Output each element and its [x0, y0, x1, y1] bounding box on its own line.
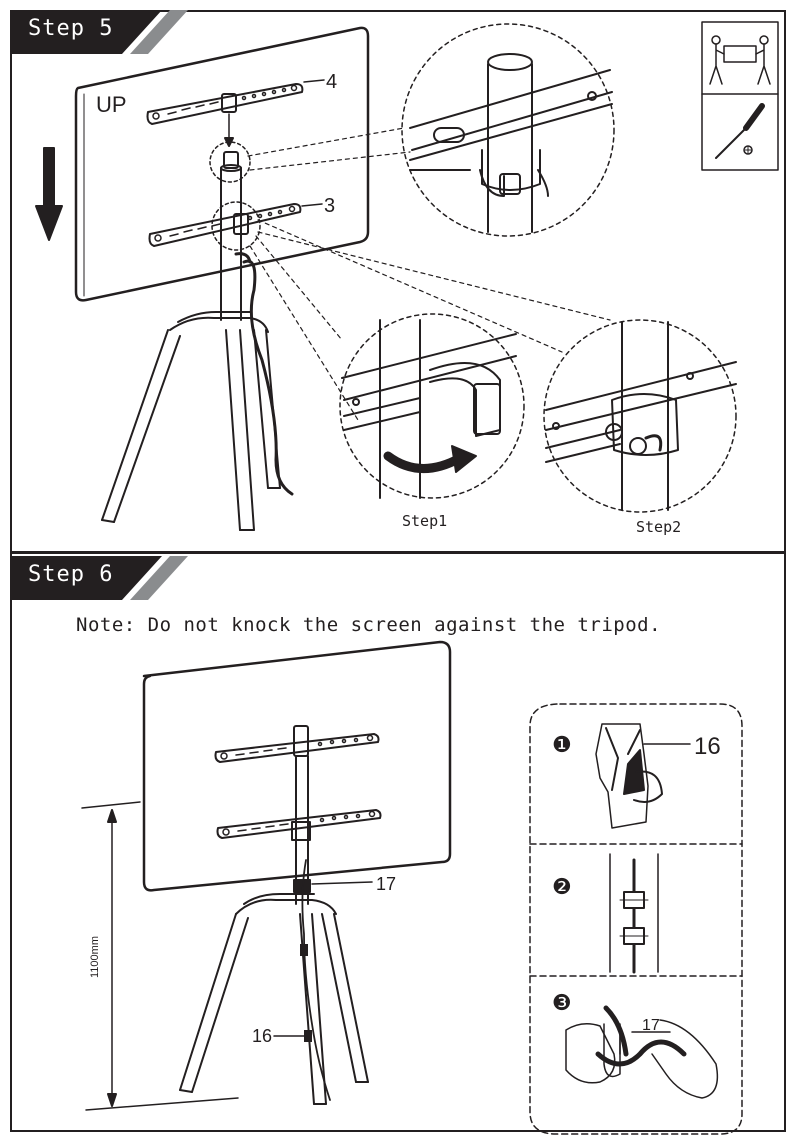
step5-tab: Step 5: [10, 10, 190, 54]
wall-line: [81, 801, 141, 809]
detail-panel-3: [565, 1005, 719, 1099]
mounting-bar-bottom: [148, 203, 302, 247]
height-dimension: [107, 809, 117, 1107]
step6-tab: Step 6: [10, 556, 190, 600]
step6-tab-shape: [10, 556, 188, 600]
part-label-17: 17: [376, 874, 396, 894]
cable-tie-16: [304, 1030, 312, 1042]
cable: [301, 859, 331, 1101]
step6-note: Note: Do not knock the screen against th…: [76, 614, 662, 636]
zoom-detail-step1: [339, 313, 525, 499]
callout-circle-bottom: [211, 201, 261, 251]
mounting-bar-bottom: [216, 809, 382, 839]
leader-line-4: [303, 79, 325, 83]
cable: [242, 259, 294, 496]
two-person-lift-icon: [709, 35, 771, 85]
leader-line-3: [301, 203, 323, 207]
tripod-legs: [179, 893, 369, 1105]
detail-part-16: 16: [694, 733, 721, 760]
detail-number-2: ❷: [552, 874, 572, 899]
tripod-legs: [101, 311, 281, 531]
detail-panel-1: [595, 723, 691, 829]
small-down-arrow-icon: [224, 113, 234, 147]
step6-title: Step 6: [28, 562, 114, 587]
tv-panel: [142, 640, 452, 892]
detail-box: [529, 703, 743, 1135]
step6-diagram: 1100mm 17 16: [81, 640, 743, 1135]
icon-box: [701, 21, 779, 171]
part-label-16: 16: [252, 1026, 272, 1046]
tripod-pole: [220, 151, 242, 321]
down-arrow-icon: [35, 147, 63, 241]
section-divider: [10, 551, 786, 554]
zoom-detail-step2: [543, 319, 737, 513]
step5-diagram: UP 4 3: [35, 21, 779, 536]
detail-panel-2: [609, 853, 659, 974]
floor-line: [85, 1097, 239, 1111]
up-label: UP: [96, 92, 127, 117]
height-label: 1100mm: [89, 936, 101, 978]
detail-number-1: ❶: [552, 732, 572, 757]
callout-lines: [247, 127, 611, 421]
step5-tab-shape: [10, 10, 188, 54]
tripod-pole: [291, 725, 311, 905]
detail-number-3: ❸: [552, 990, 572, 1015]
part-label-4: 4: [326, 71, 337, 93]
zoom-detail-top: [401, 23, 615, 237]
tv-panel: [74, 26, 370, 302]
leader-line-17: [311, 881, 373, 885]
mounting-bar-top: [146, 83, 304, 125]
step5-title: Step 5: [28, 16, 114, 41]
detail-part-17: 17: [642, 1017, 660, 1034]
screwdriver-icon: [715, 103, 765, 159]
callout-circle-top: [209, 141, 251, 183]
sub-step2-label: Step2: [636, 518, 681, 536]
mounting-bar-top: [214, 733, 380, 763]
sub-step1-label: Step1: [402, 512, 447, 530]
part-label-3: 3: [324, 195, 335, 217]
